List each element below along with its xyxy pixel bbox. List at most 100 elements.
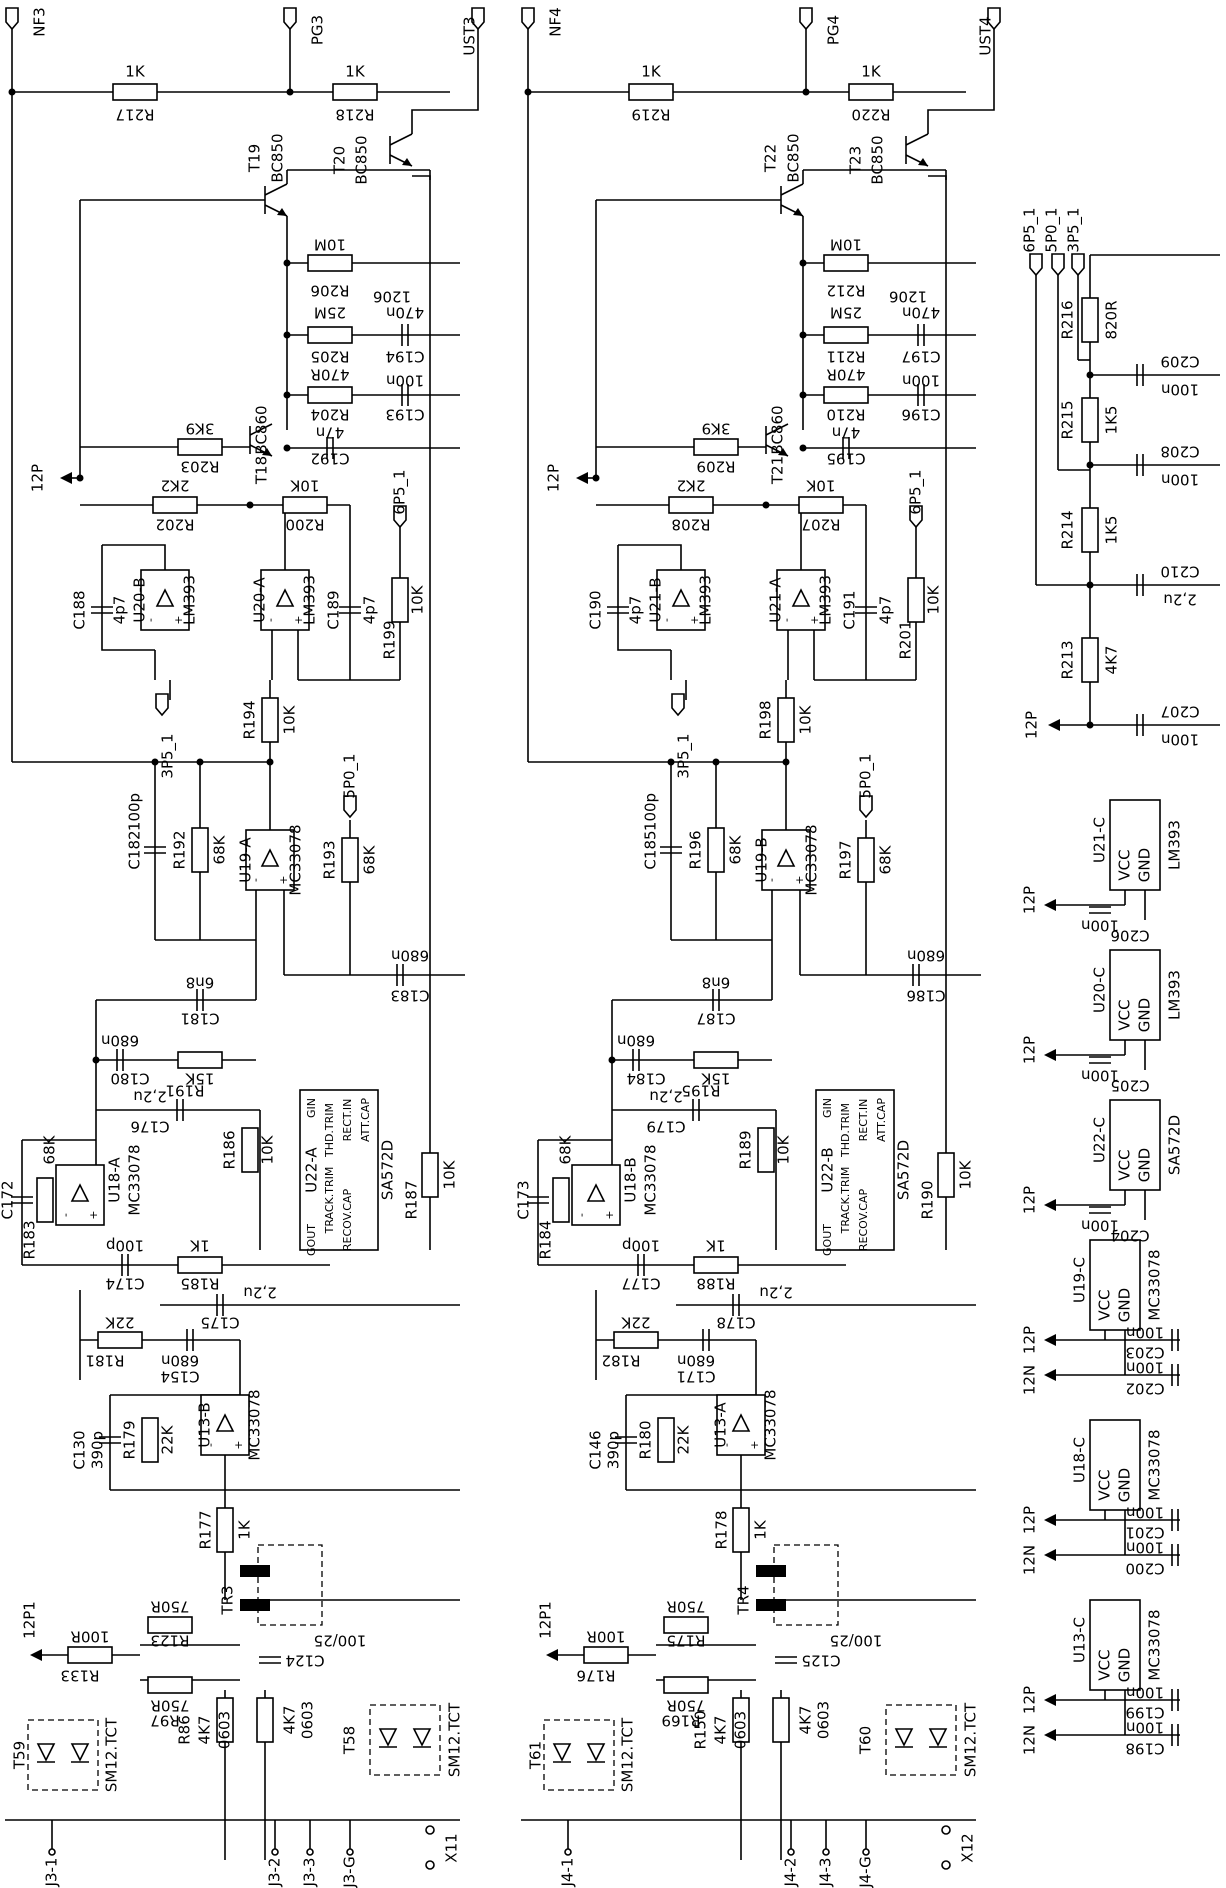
resistor [191,827,209,873]
transistor-ref: T18 [253,456,271,485]
net-label-12p: 12P [1021,886,1039,914]
resistor [583,1646,629,1664]
opamp-triangle [671,588,691,607]
wire [765,423,789,436]
ic-type: MC33078 [1146,1609,1164,1680]
resistor [341,837,359,883]
capacitor-ref: C208 [1160,443,1199,461]
resistor-value: 1K [705,1237,726,1255]
tvs-ref: T60 [857,1726,875,1755]
ic-body [1089,1599,1141,1691]
capacitor-ref: C176 [130,1118,169,1136]
transistor-ref: T20 [331,146,349,175]
capacitor-value: 390p [605,1431,623,1469]
resistor-ref: R202 [155,516,194,534]
junction-dot [782,758,790,766]
resistor [668,496,714,514]
resistor-ref: R193 [321,840,339,879]
net-tag [471,7,485,31]
net-tag [393,505,407,529]
opamp-triangle [731,1413,751,1432]
power-arrow [1044,899,1056,911]
ic-pin-label: RECT.IN [857,1099,870,1142]
transistor-ref: T21 [769,456,787,485]
capacitor-value: 100/25 [314,1632,367,1650]
junction-dot [524,88,532,96]
ic-ref: U19-C [1071,1257,1089,1303]
opamp-type: LM393 [817,575,835,625]
resistor [147,1676,193,1694]
capacitor-ref: C199 [1125,1704,1164,1722]
opamp-triangle [791,588,811,607]
emitter-arrow [793,208,803,216]
connector-pin [941,1825,951,1835]
resistor-ref: R203 [180,458,219,476]
resistor [282,496,328,514]
junction-dot [286,88,294,96]
resistor-value: 4K7 [1103,646,1121,675]
ic-pin-label: GIN [821,1098,834,1118]
ic-body [299,1089,379,1251]
resistor [67,1646,113,1664]
resistor-value: 10K [775,1134,793,1164]
resistor-ref: R198 [757,700,775,739]
junction-dot [802,88,810,96]
resistor-value: 4K7 [196,1716,214,1745]
connector-pin [787,1848,795,1856]
resistor-ref: R196 [687,830,705,869]
resistor-value: 100R [586,1628,625,1646]
junction-dot [283,259,291,267]
capacitor-ref: C181 [180,1010,219,1028]
wire [927,28,995,134]
connector-pin [425,1860,435,1870]
connector-label: J4-G [857,1856,875,1888]
ic-pin-label: GOUT [821,1224,834,1256]
opamp-body [571,1164,621,1226]
capacitor-value: 470n [386,304,424,322]
pin-number: - [204,1443,217,1447]
transistor-type: BC850 [269,133,287,182]
wire-layer [5,28,1220,1860]
capacitor-ref: C177 [621,1275,660,1293]
ic-type: SA572D [895,1140,913,1200]
transistor-ref: T22 [762,144,780,173]
resistor-ref: R215 [1059,400,1077,439]
resistor-ref: R97 [150,1712,180,1730]
ic-pin-label: ATT.CAP [359,1098,372,1142]
opamp-type: MC33078 [762,1389,780,1460]
ic-ref: U22-C [1091,1117,1109,1163]
ic-body [815,1089,895,1251]
tvs-type: SM12.TCT [446,1702,464,1777]
pin-number: - [144,618,157,622]
resistor-ref: R200 [285,516,324,534]
junction-dot [799,259,807,267]
resistor-ref: R182 [601,1352,640,1370]
ic-body [1109,949,1161,1041]
opamp-triangle [275,588,295,607]
net-tag [799,7,813,31]
net-label-12p1: 12P1 [537,1601,555,1639]
wire [249,423,273,436]
ic-body [1109,799,1161,891]
ic-type: SA572D [379,1140,397,1200]
resistor-value: 15K [700,1070,730,1088]
resistor [772,1697,790,1743]
pin-number: + [232,1440,245,1449]
package-note: 0603 [299,1701,317,1739]
ic-ref: U13-C [1071,1617,1089,1663]
ic-pin-label: THD.TRIM [323,1103,336,1158]
resistor [693,438,739,456]
resistor [937,1152,955,1198]
pin-number: + [277,875,290,884]
capacitor-ref: C202 [1125,1380,1164,1398]
resistor-ref: R181 [85,1352,124,1370]
resistor [693,1051,739,1069]
resistor-value: 22K [159,1424,177,1454]
net-label-12n: 12N [1021,1725,1039,1755]
resistor-value: 100R [70,1628,109,1646]
net-label-12n: 12N [1021,1365,1039,1395]
net-label-6p5: 6P5_1 [907,469,926,514]
resistor [216,1507,234,1553]
resistor-ref: R201 [897,620,915,659]
transistor-type: BC860 [769,405,787,454]
